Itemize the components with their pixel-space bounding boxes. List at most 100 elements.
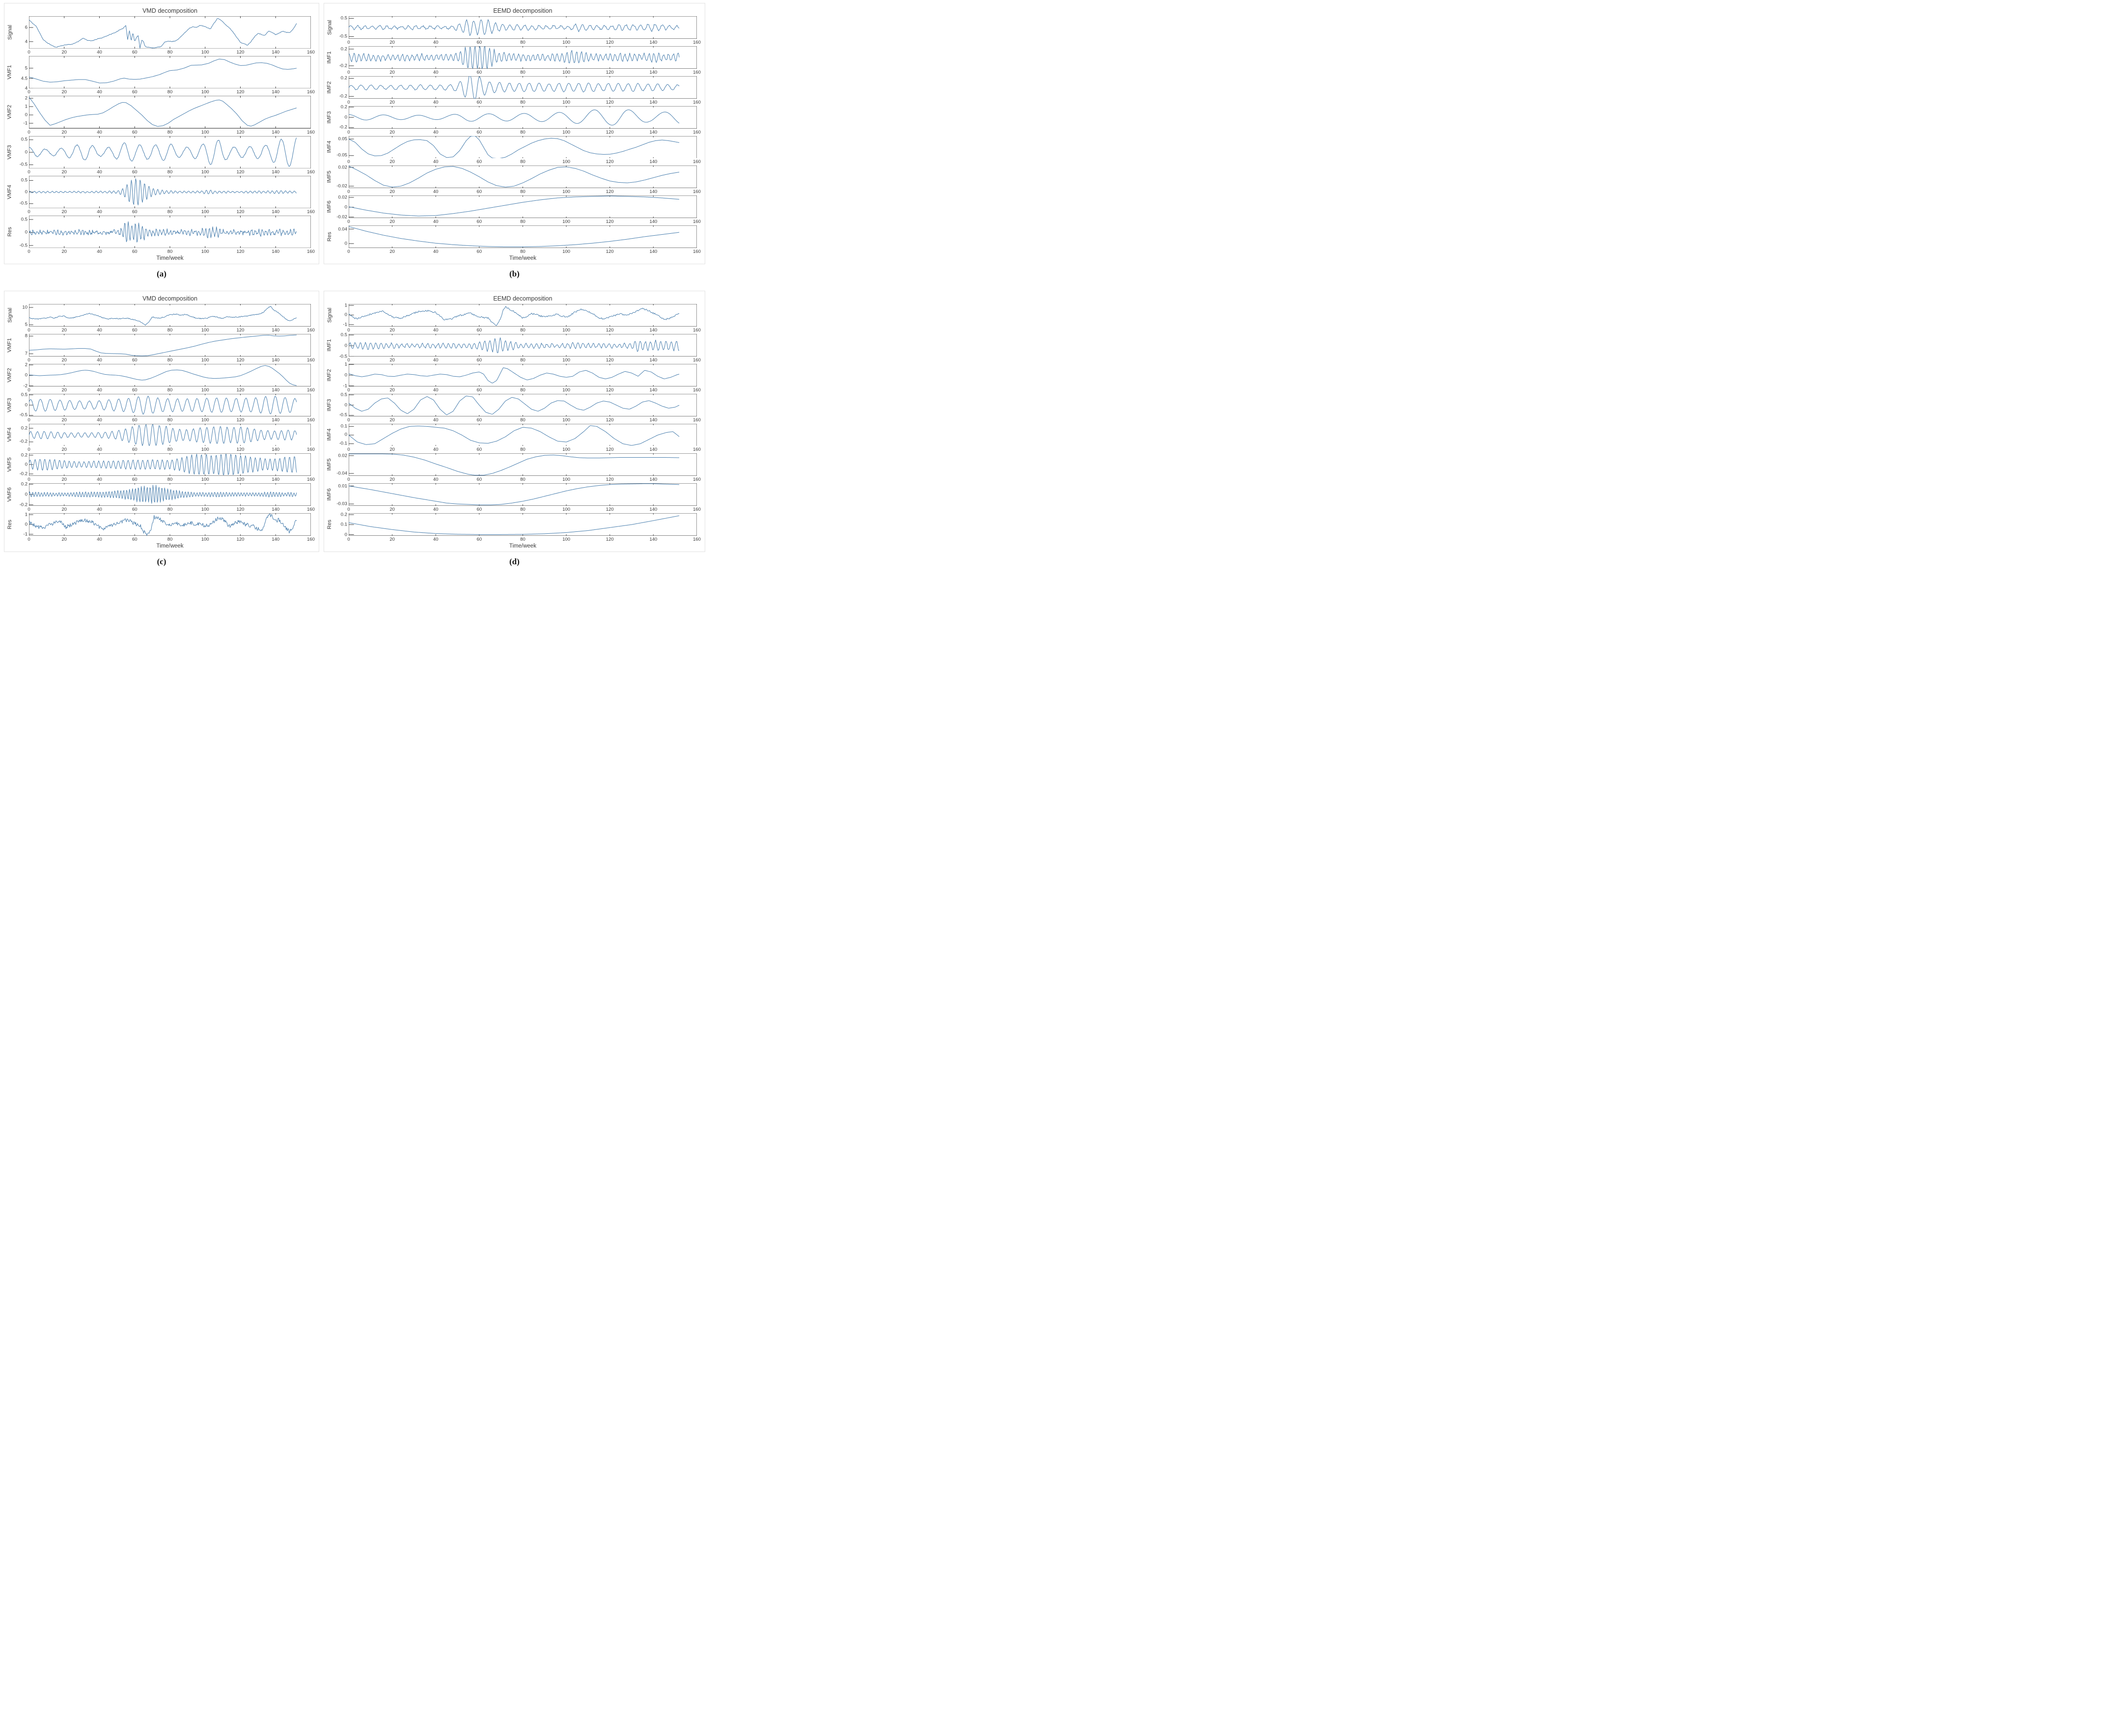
y-tick-label: 1 xyxy=(25,104,28,110)
y-tick-label: 0.5 xyxy=(340,392,347,398)
x-tick-label: 80 xyxy=(520,99,525,105)
y-axis-title: Signal xyxy=(6,16,13,49)
x-tick-label: 80 xyxy=(167,327,173,333)
y-axis-title: IMF6 xyxy=(326,195,333,218)
x-tick-label: 100 xyxy=(201,249,209,255)
y-tick-label: 0.05 xyxy=(338,136,348,142)
x-tick-label: 160 xyxy=(307,417,315,423)
x-tick-label: 80 xyxy=(167,357,173,363)
x-tick-label: 140 xyxy=(649,327,658,333)
x-tick-label: 140 xyxy=(272,209,280,215)
x-tick-label: 80 xyxy=(167,507,173,513)
y-tick-label: 0.02 xyxy=(338,165,348,170)
subplot-canvas xyxy=(349,483,697,506)
y-tick-label: 0 xyxy=(344,402,347,408)
y-axis-title-text: IMF5 xyxy=(327,458,332,471)
y-axis-title: IMF2 xyxy=(326,76,333,99)
y-tick-label: -2 xyxy=(23,383,28,389)
x-tick-label: 120 xyxy=(236,537,245,542)
x-tick-label: 140 xyxy=(272,537,280,542)
y-axis-title: Signal xyxy=(326,16,333,39)
x-tick-label: 40 xyxy=(433,447,439,453)
x-tick-label: 60 xyxy=(132,447,138,453)
x-tick-label: 120 xyxy=(236,417,245,423)
x-tick-label: 100 xyxy=(201,417,209,423)
x-tick-label: 160 xyxy=(307,477,315,483)
x-tick-label: 40 xyxy=(97,129,102,135)
x-tick-label: 60 xyxy=(132,477,138,483)
y-axis-title: VMF3 xyxy=(6,394,13,416)
caption-b: (b) xyxy=(509,269,520,278)
plot-frame xyxy=(349,46,697,69)
x-tick-label: 160 xyxy=(693,507,701,513)
y-tick-label: 0.5 xyxy=(340,15,347,21)
y-tick-label: 0 xyxy=(344,312,347,318)
y-axis-title: VMF1 xyxy=(6,56,13,88)
x-tick-label: 140 xyxy=(649,357,658,363)
x-tick-label: 100 xyxy=(562,249,571,254)
x-tick-label: 0 xyxy=(347,249,350,254)
x-tick-label: 140 xyxy=(649,507,658,513)
x-tick-label: 160 xyxy=(307,129,315,135)
x-tick-label: 0 xyxy=(347,537,350,542)
plot-frame xyxy=(29,453,311,476)
y-tick-label: 0 xyxy=(344,114,347,120)
y-tick-label: 0 xyxy=(25,149,28,155)
x-tick-label: 60 xyxy=(476,189,482,195)
axes-frame xyxy=(349,334,697,357)
x-tick-label: 120 xyxy=(236,327,245,333)
x-tick-label: 0 xyxy=(28,89,30,95)
x-tick-label: 80 xyxy=(520,447,525,453)
x-tick-label: 140 xyxy=(649,537,658,542)
x-tick-label: 0 xyxy=(347,327,350,333)
y-tick-label: 0 xyxy=(25,229,28,235)
x-tick-label: 20 xyxy=(389,327,395,333)
x-tick-label: 80 xyxy=(520,189,525,195)
plot-frame xyxy=(349,513,697,536)
y-tick-label: -0.5 xyxy=(339,354,347,359)
y-axis-title-text: IMF6 xyxy=(327,200,332,213)
series-line xyxy=(29,514,297,536)
x-tick-label: 100 xyxy=(201,537,209,542)
x-tick-label: 60 xyxy=(476,447,482,453)
x-tick-label: 140 xyxy=(272,417,280,423)
y-axis-title: VMF4 xyxy=(6,176,13,208)
x-tick-label: 140 xyxy=(272,50,280,55)
y-axis-title: IMF5 xyxy=(326,453,333,476)
x-tick-label: 60 xyxy=(132,387,138,393)
y-tick-label: 0 xyxy=(25,492,28,497)
x-tick-label: 0 xyxy=(28,249,30,255)
x-tick-label: 20 xyxy=(61,357,67,363)
x-tick-label: 0 xyxy=(347,357,350,363)
x-tick-label: 0 xyxy=(347,387,350,393)
y-tick-label: 0 xyxy=(25,189,28,195)
x-tick-label: 140 xyxy=(649,249,658,254)
x-tick-label: 100 xyxy=(201,169,209,175)
x-tick-label: 100 xyxy=(562,477,571,483)
x-tick-label: 140 xyxy=(272,507,280,513)
y-tick-label: 0.5 xyxy=(21,217,28,222)
y-axis-title-text: VMF3 xyxy=(7,397,13,413)
x-tick-label: 120 xyxy=(606,477,614,483)
x-tick-label: 40 xyxy=(433,219,439,225)
